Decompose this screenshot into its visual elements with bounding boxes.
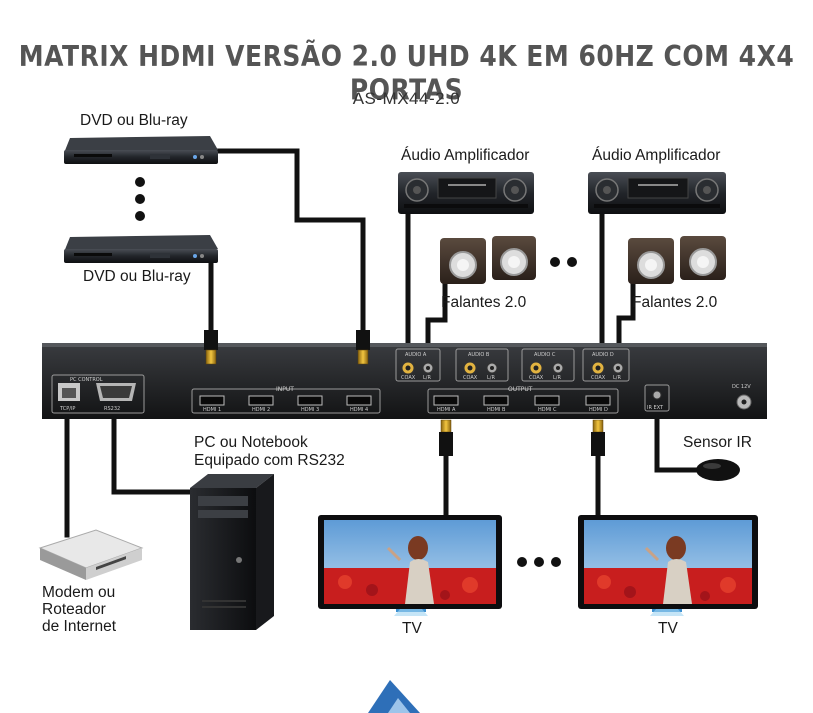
cable-speaker-left xyxy=(425,282,448,353)
panel-coax-b: COAX xyxy=(463,375,478,381)
dvd-player-top xyxy=(64,136,218,164)
cable-ir-sensor xyxy=(654,402,703,473)
label-amp-right: Áudio Amplificador xyxy=(592,147,721,164)
hdmi-connectors-output xyxy=(439,419,605,456)
hdmi-output-ports xyxy=(433,395,611,406)
label-dvd-bottom: DVD ou Blu-ray xyxy=(83,268,191,285)
speakers-left xyxy=(440,236,536,284)
panel-audio-b: AUDIO B xyxy=(468,352,490,358)
diagram-title: MATRIX HDMI VERSÃO 2.0 UHD 4K EM 60HZ CO… xyxy=(18,39,795,107)
label-modem-line2: Roteador xyxy=(42,601,106,618)
panel-coax-a: COAX xyxy=(401,375,416,381)
label-sensor-ir: Sensor IR xyxy=(683,434,752,451)
label-tv-left: TV xyxy=(402,620,422,637)
panel-coax-d: COAX xyxy=(591,375,606,381)
cable-rs232 xyxy=(111,407,203,495)
panel-input-label: INPUT xyxy=(276,386,294,393)
panel-output-c: HDMI C xyxy=(538,407,557,413)
panel-input-3: HDMI 3 xyxy=(301,407,319,413)
panel-output-b: HDMI B xyxy=(487,407,506,413)
panel-audio-d: AUDIO D xyxy=(592,352,614,358)
amplifier-right xyxy=(588,172,726,214)
label-speakers-right: Falantes 2.0 xyxy=(632,294,718,311)
ir-sensor xyxy=(696,459,740,481)
label-tv-right: TV xyxy=(658,620,678,637)
label-modem-line3: de Internet xyxy=(42,618,117,635)
panel-input-2: HDMI 2 xyxy=(252,407,270,413)
panel-output-a: HDMI A xyxy=(437,407,456,413)
logo-fragment xyxy=(368,680,420,713)
audio-jacks xyxy=(401,361,624,375)
panel-lr-d: L/R xyxy=(613,375,621,381)
ellipsis-tvs xyxy=(517,557,561,567)
panel-lr-a: L/R xyxy=(423,375,431,381)
model-number: AS-MX44-2.0 xyxy=(352,89,461,108)
pc-tower xyxy=(190,474,274,630)
panel-input-4: HDMI 4 xyxy=(350,407,368,413)
cable-dvd-top xyxy=(215,148,366,348)
label-speakers-left: Falantes 2.0 xyxy=(441,294,527,311)
panel-lr-c: L/R xyxy=(553,375,561,381)
panel-pc-control-label: PC CONTROL xyxy=(70,377,103,383)
panel-lr-b: L/R xyxy=(487,375,495,381)
cables xyxy=(64,148,703,538)
speakers-right xyxy=(628,236,726,284)
modem-router xyxy=(38,529,144,580)
label-amp-left: Áudio Amplificador xyxy=(401,147,530,164)
amplifier-left xyxy=(398,172,534,214)
label-modem-line1: Modem ou xyxy=(42,584,116,601)
panel-tcpip-label: TCP/IP xyxy=(59,406,75,412)
audio-blocks xyxy=(395,348,630,382)
hdmi-input-ports xyxy=(199,395,372,406)
label-dvd-top: DVD ou Blu-ray xyxy=(80,112,188,129)
label-pc-line1: PC ou Notebook xyxy=(194,434,308,451)
panel-output-label: OUTPUT xyxy=(508,386,533,393)
panel-input-1: HDMI 1 xyxy=(203,407,221,413)
tv-right xyxy=(578,515,758,616)
panel-rs232-label: RS232 xyxy=(104,406,120,412)
ellipsis-dvd xyxy=(135,177,145,221)
tv-left xyxy=(318,515,502,616)
panel-dc: DC 12V xyxy=(732,384,751,390)
panel-coax-c: COAX xyxy=(529,375,544,381)
panel-audio-c: AUDIO C xyxy=(534,352,556,358)
dvd-player-bottom xyxy=(64,235,218,263)
label-pc-line2: Equipado com RS232 xyxy=(194,452,345,469)
ellipsis-speakers xyxy=(550,257,577,267)
matrix-back-panel: PC CONTROL TCP/IP RS232 INPUT HDMI 1 HDM… xyxy=(42,343,767,419)
cable-speaker-right xyxy=(616,282,636,353)
panel-audio-a: AUDIO A xyxy=(405,352,427,358)
hdmi-connectors-input xyxy=(204,330,370,365)
panel-ir-ext: IR EXT xyxy=(647,405,664,411)
panel-output-d: HDMI D xyxy=(589,407,608,413)
